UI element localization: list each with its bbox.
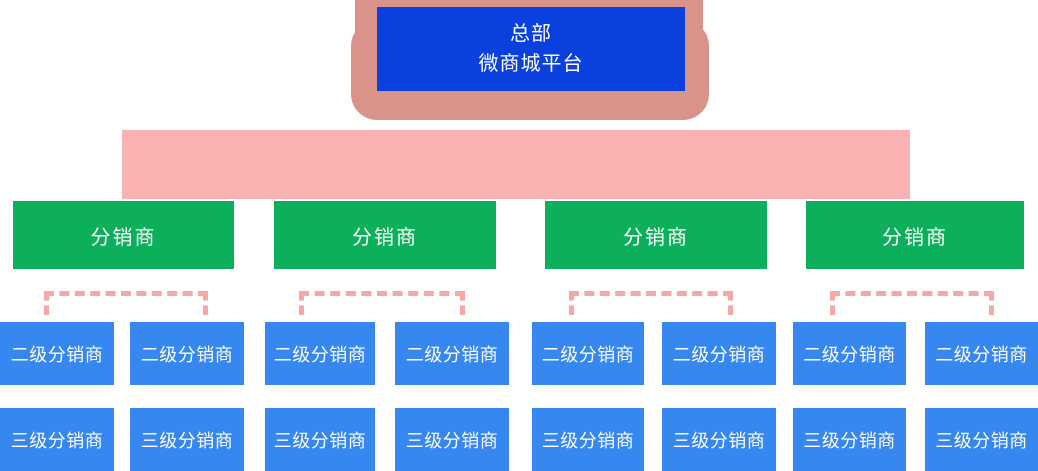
level3-node-2-label: 三级分销商	[140, 430, 234, 451]
level3-node-3: 三级分销商	[265, 408, 375, 471]
level3-node-8: 三级分销商	[925, 408, 1038, 471]
level2-node-4: 二级分销商	[395, 322, 509, 385]
level3-node-4: 三级分销商	[395, 408, 509, 471]
level2-node-7: 二级分销商	[793, 322, 906, 385]
level3-node-3-label: 三级分销商	[273, 430, 367, 451]
level3-node-1-label: 三级分销商	[10, 430, 104, 451]
level3-node-5: 三级分销商	[532, 408, 644, 471]
level2-node-4-label: 二级分销商	[405, 344, 499, 365]
level2-node-2-label: 二级分销商	[140, 344, 234, 365]
level3-node-7: 三级分销商	[793, 408, 906, 471]
bracket-connector-1	[44, 291, 208, 315]
level1-node-4-label: 分销商	[882, 226, 948, 249]
level3-node-7-label: 三级分销商	[803, 430, 896, 451]
level3-node-5-label: 三级分销商	[541, 430, 635, 451]
level3-node-4-label: 三级分销商	[405, 430, 499, 451]
level3-node-2: 三级分销商	[130, 408, 244, 471]
level2-node-5-label: 二级分销商	[541, 344, 635, 365]
level3-node-6-label: 三级分销商	[672, 430, 766, 451]
level1-node-4: 分销商	[806, 201, 1024, 269]
level2-node-5: 二级分销商	[532, 322, 644, 385]
trunk-connector-bar	[122, 130, 910, 199]
root-node-headquarters: 总部 微商城平台	[377, 7, 685, 91]
bracket-connector-3	[569, 291, 733, 315]
level2-node-6-label: 二级分销商	[672, 344, 766, 365]
level1-node-3: 分销商	[545, 201, 767, 269]
level3-node-8-label: 三级分销商	[935, 430, 1028, 451]
root-title-line1: 总部	[510, 23, 552, 45]
level2-node-6: 二级分销商	[662, 322, 776, 385]
level2-node-2: 二级分销商	[130, 322, 244, 385]
level1-node-2: 分销商	[274, 201, 496, 269]
level2-node-8: 二级分销商	[925, 322, 1038, 385]
level2-node-8-label: 二级分销商	[935, 344, 1028, 365]
bracket-connector-4	[830, 291, 994, 315]
level3-node-1: 三级分销商	[0, 408, 114, 471]
level1-node-3-label: 分销商	[623, 226, 689, 249]
level2-node-3-label: 二级分销商	[273, 344, 367, 365]
root-title-line2: 微商城平台	[478, 53, 584, 75]
bracket-connector-2	[299, 291, 465, 315]
level2-node-7-label: 二级分销商	[803, 344, 896, 365]
level3-node-6: 三级分销商	[662, 408, 776, 471]
level1-node-1: 分销商	[13, 201, 234, 269]
level1-node-2-label: 分销商	[352, 226, 418, 249]
level2-node-1: 二级分销商	[0, 322, 114, 385]
level2-node-1-label: 二级分销商	[10, 344, 104, 365]
level1-node-1-label: 分销商	[90, 226, 157, 249]
level2-node-3: 二级分销商	[265, 322, 375, 385]
